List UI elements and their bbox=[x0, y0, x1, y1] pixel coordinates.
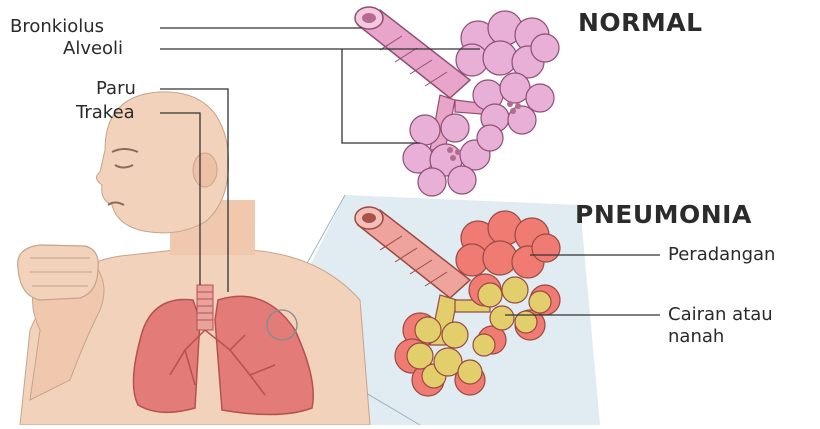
label-cairan-line1: Cairan atau bbox=[668, 305, 773, 325]
normal-alveoli bbox=[403, 11, 559, 196]
label-alveoli: Alveoli bbox=[63, 39, 123, 59]
label-cairan-line2: nanah bbox=[668, 327, 724, 347]
label-bronkiolus: Bronkiolus bbox=[10, 17, 104, 37]
heading-pneumonia: PNEUMONIA bbox=[575, 200, 752, 229]
label-paru: Paru bbox=[96, 79, 136, 99]
label-peradangan: Peradangan bbox=[668, 245, 775, 265]
heading-normal: NORMAL bbox=[578, 8, 703, 37]
label-trakea: Trakea bbox=[76, 103, 135, 123]
